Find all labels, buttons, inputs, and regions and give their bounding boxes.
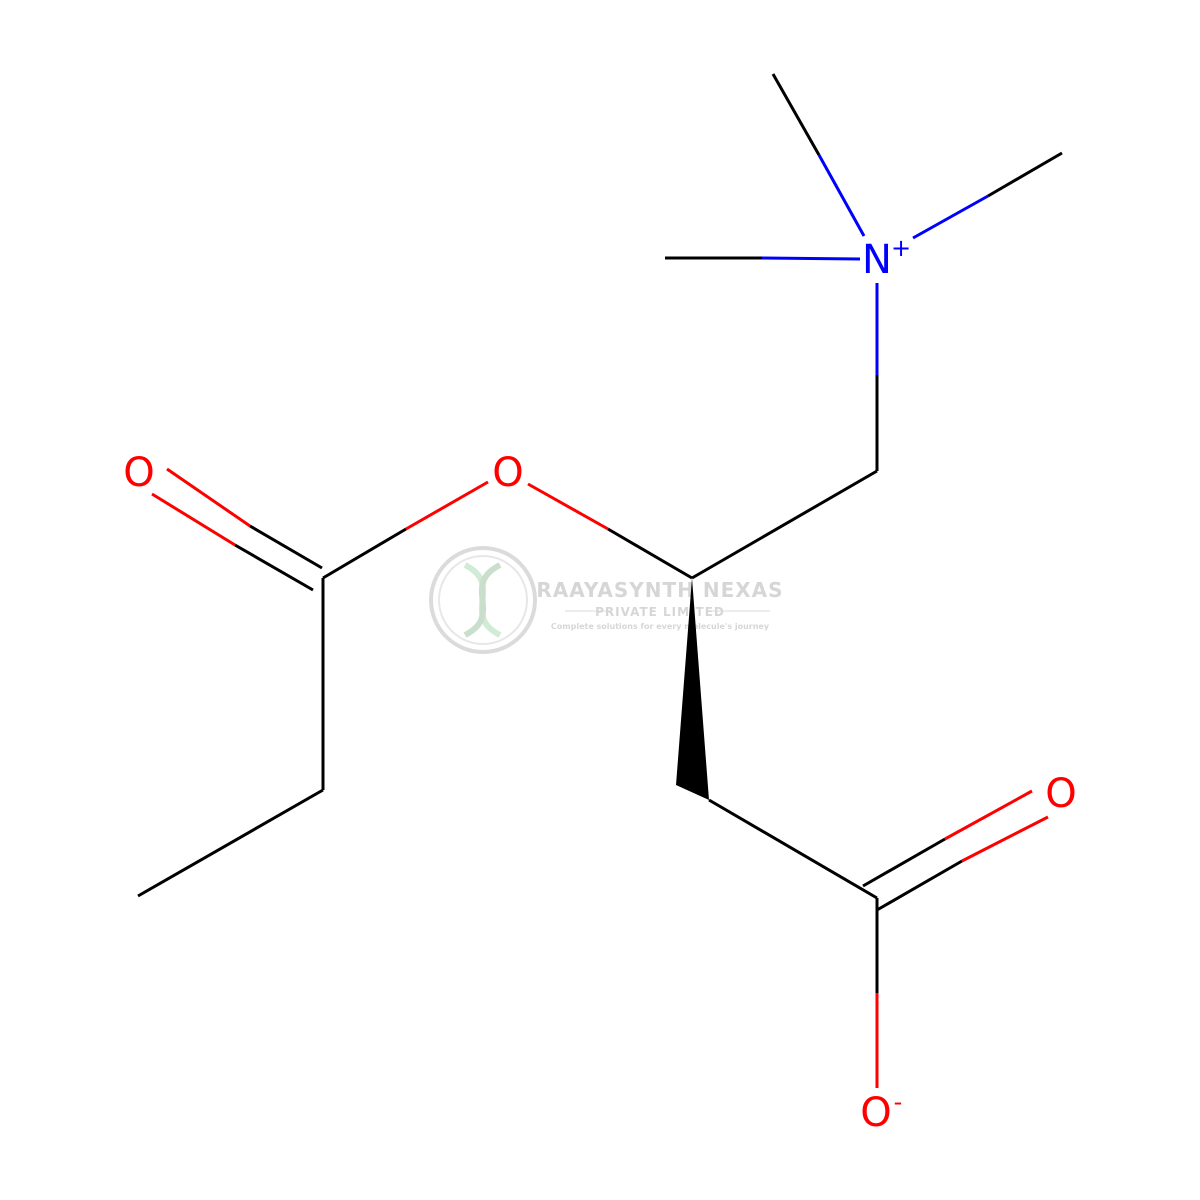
wedge-bond [676,578,709,800]
carbon-bonds [137,73,1063,993]
anion-oxygen-charge: - [894,1088,903,1116]
bond-ester-double-black-c [234,543,314,592]
watermark-helix-strand-icon [463,562,502,638]
carbonyl-oxygen-right-label: O [1045,771,1076,817]
oxygen-bonds [151,467,1049,1088]
bond-n-methyl-right [912,194,989,240]
watermark: RAAYASYNTH NEXAS PRIVATE LIMITED Complet… [429,546,783,654]
bond-o-chiral-red [527,482,609,531]
watermark-subtitle: PRIVATE LIMITED [595,605,725,619]
bond-ester-c-o-black [322,527,407,580]
watermark-company: RAAYASYNTH NEXAS [536,578,783,602]
bond-n-methyl-top [817,154,866,237]
nitrogen-label: N [862,237,892,283]
watermark-helix-icon [463,562,502,638]
anion-oxygen-label: O [860,1090,891,1136]
watermark-tagline: Complete solutions for every molecule's … [551,622,770,631]
nitrogen-bonds [761,154,989,375]
bond-carboxyl-double-black-a [862,837,946,888]
ester-oxygen-label: O [492,450,523,496]
bond-carboxyl-double-red-b [961,815,1049,863]
bond-carboxyl-double-red-a [944,789,1033,841]
bond-ch2-carboxyl [708,798,878,900]
bond-chiral-o-black [607,527,693,580]
bond-o-ester-red [405,480,489,531]
bond-ester-double-black-b [249,524,323,570]
atom-labels: N + O O O O - [123,234,1076,1136]
bond-ch2-ch3 [137,788,324,898]
bond-methyl-top [771,73,821,156]
bond-carboxyl-double-black-b [876,859,963,912]
bond-ch2-chiral [691,469,878,580]
bond-n-methyl-left [761,256,861,261]
bond-methyl-right [987,151,1063,198]
bond-ester-double-red-a [166,467,251,528]
watermark-logo-inner-ring [438,555,528,645]
carbonyl-oxygen-left-label: O [123,450,154,496]
nitrogen-charge: + [891,234,911,262]
watermark-logo-ring [429,546,537,654]
bond-ester-double-red-b [151,492,236,547]
